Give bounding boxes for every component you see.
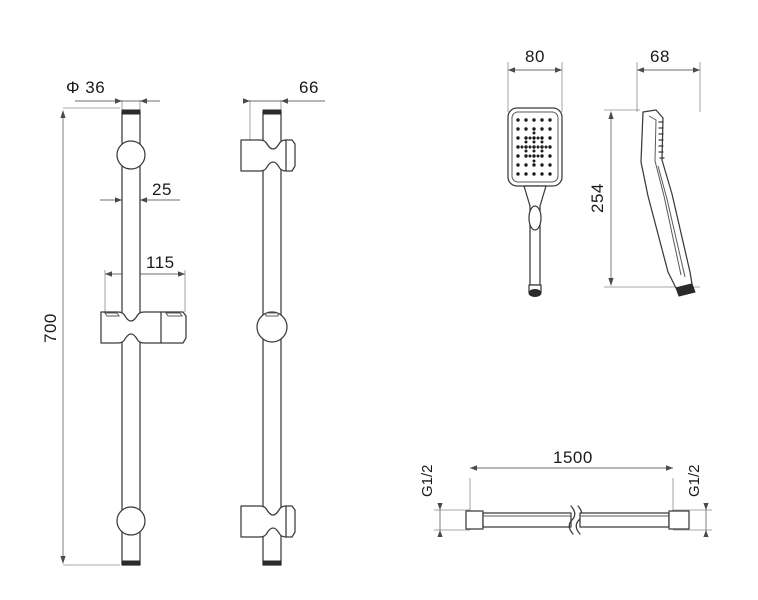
top-bracket-side-outline xyxy=(240,139,296,172)
arrow-1500-a xyxy=(470,465,477,471)
label-phi36: Φ 36 xyxy=(66,78,105,97)
arrow-g12l-b xyxy=(437,530,443,537)
arrow-700-bottom xyxy=(60,556,66,564)
arrow-66-a xyxy=(243,98,250,104)
label-254: 254 xyxy=(588,183,607,213)
arrow-115-b xyxy=(178,271,185,277)
label-66: 66 xyxy=(299,78,319,97)
label-g12-right: G1/2 xyxy=(686,464,703,497)
handset-side-face-ribs xyxy=(658,121,665,159)
hose-body-left xyxy=(482,512,572,528)
rail-top-bracket-side xyxy=(240,139,296,172)
view-hose xyxy=(434,465,712,537)
arrow-254-top xyxy=(608,111,614,119)
rail-bottom-wall-flange xyxy=(116,506,146,536)
arrow-254-bottom xyxy=(608,278,614,286)
handset-side-inner-edge-b xyxy=(657,165,686,278)
arrow-66-b xyxy=(281,98,288,104)
rail-top-cap-side xyxy=(262,109,282,115)
arrow-g12l-a xyxy=(437,503,443,510)
slider-holder-right-tab xyxy=(165,312,183,317)
slider-holder-side-tab xyxy=(265,312,279,317)
rail-slider-holder-front xyxy=(100,311,187,344)
arrow-phi36-b xyxy=(140,98,147,104)
label-68: 68 xyxy=(650,47,670,66)
rail-top-wall-flange xyxy=(116,140,146,170)
arrow-g12r-b xyxy=(703,530,709,537)
arrow-700-top xyxy=(60,110,66,118)
arrow-g12r-a xyxy=(703,503,709,510)
bottom-bracket-side-outline xyxy=(240,505,296,538)
arrow-25-b xyxy=(140,197,147,203)
handset-side-inlet-seal xyxy=(675,283,696,297)
handset-nozzle-dots xyxy=(516,118,552,176)
hose-break-symbol-a xyxy=(568,505,576,535)
slider-holder-side xyxy=(256,311,288,343)
arrow-1500-b xyxy=(666,465,673,471)
handset-mode-button xyxy=(528,205,542,231)
label-80: 80 xyxy=(525,47,545,66)
label-g12-left: G1/2 xyxy=(419,464,436,497)
view-handset-side xyxy=(604,62,701,297)
hose-body-right xyxy=(579,512,670,528)
hose-connector-left xyxy=(465,510,484,530)
arrow-68-b xyxy=(693,67,700,73)
hose-break-symbol-b xyxy=(575,505,583,535)
arrow-25-a xyxy=(115,197,122,203)
arrow-80-a xyxy=(508,67,515,73)
label-1500: 1500 xyxy=(553,448,593,467)
arrow-phi36-a xyxy=(115,98,122,104)
rail-bottom-bracket-side xyxy=(240,505,296,538)
handset-inlet-seal xyxy=(528,289,542,297)
view-rail-side xyxy=(240,98,325,566)
hose-connector-right xyxy=(668,510,690,530)
handset-side-inner-edge-a xyxy=(648,115,682,276)
arrow-68-a xyxy=(637,67,644,73)
label-700: 700 xyxy=(41,313,60,343)
rail-bottom-cap xyxy=(121,560,141,566)
arrow-115-a xyxy=(105,271,112,277)
slider-holder-outline xyxy=(100,311,187,344)
label-115: 115 xyxy=(146,253,175,272)
handset-spray-plate-inner xyxy=(511,111,559,183)
arrow-80-b xyxy=(555,67,562,73)
rail-bottom-cap-side xyxy=(262,560,282,566)
view-rail-front xyxy=(60,98,187,566)
view-handset-front xyxy=(507,62,563,297)
slider-holder-left-tab xyxy=(104,312,120,317)
label-25: 25 xyxy=(152,180,172,199)
rail-top-cap xyxy=(121,109,141,115)
